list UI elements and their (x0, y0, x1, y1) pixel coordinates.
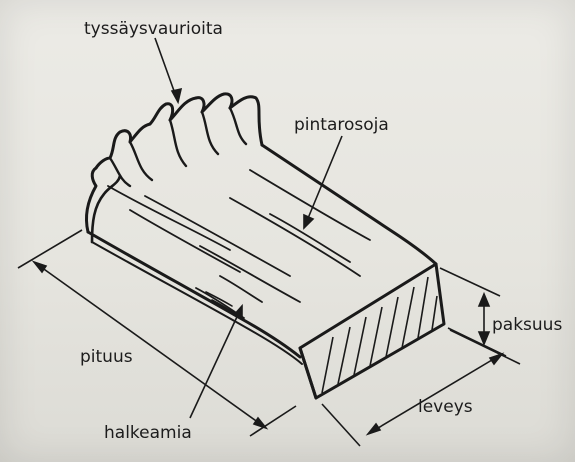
frayed-end (86, 94, 262, 242)
label-width: leveys (418, 397, 473, 417)
thickness-dimension (440, 268, 506, 356)
end-grain-hatching (322, 277, 437, 393)
label-surface-ridges: pintarosoja (294, 115, 389, 135)
label-crack: halkeamia (104, 423, 192, 443)
leader-lines (155, 38, 342, 418)
label-length: pituus (80, 347, 133, 367)
width-dimension (322, 330, 520, 446)
board-outline (88, 145, 444, 398)
label-upset-damage: tyssäysvaurioita (84, 19, 223, 39)
label-thickness: paksuus (492, 315, 562, 335)
